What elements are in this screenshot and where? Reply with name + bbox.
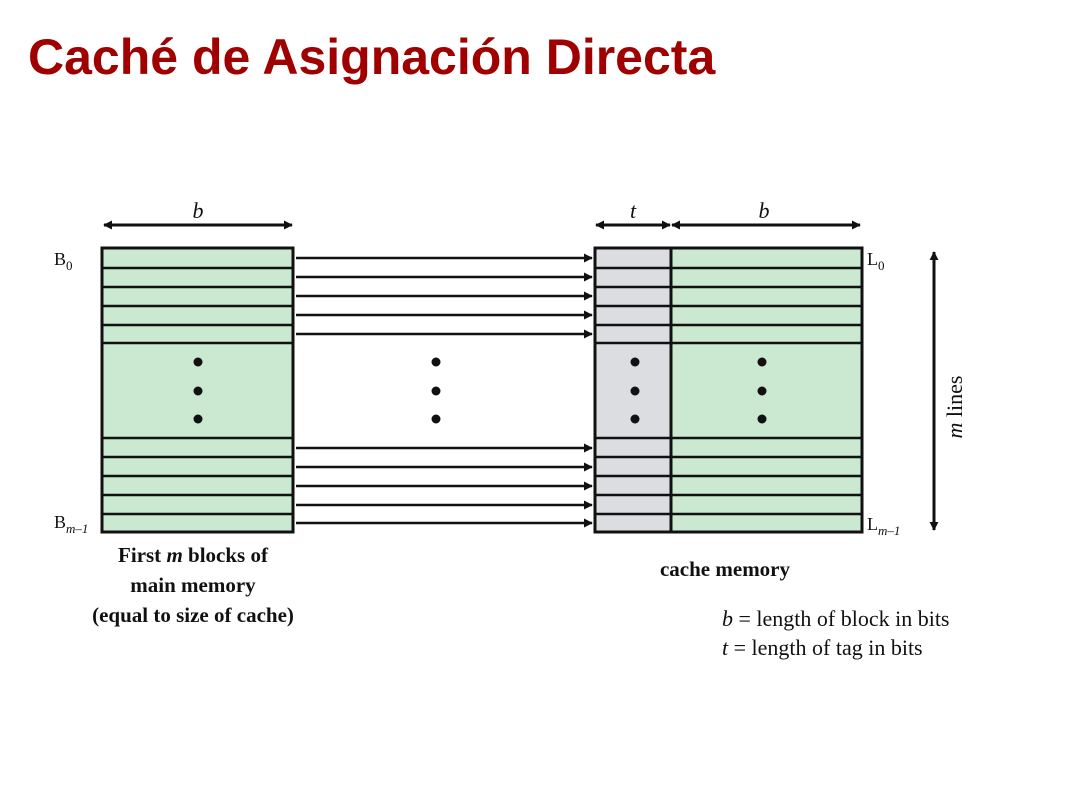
main-memory-bottom-rows	[102, 436, 293, 516]
label-l0: L0	[867, 249, 885, 273]
dimension-t-cache: t	[595, 198, 671, 230]
main-memory-caption: First m blocks of main memory (equal to …	[92, 543, 294, 627]
legend-item-t: t = length of tag in bits	[722, 635, 923, 660]
legend-item-b: b = length of block in bits	[722, 606, 950, 631]
main-memory-ellipsis	[193, 357, 203, 424]
dimension-b-cache: b	[671, 198, 861, 230]
mapping-arrows	[296, 253, 593, 528]
label-bm-1: Bm–1	[54, 512, 88, 536]
cache-tag-column	[593, 246, 673, 534]
cache-data-column	[669, 246, 864, 534]
dimension-b-cache-label: b	[759, 198, 770, 223]
main-memory-caption-line2: main memory	[130, 573, 256, 597]
label-lm-1: Lm–1	[867, 514, 900, 538]
main-memory-caption-line3: (equal to size of cache)	[92, 603, 294, 627]
main-memory-top-rows	[102, 266, 293, 345]
mapping-ellipsis	[431, 357, 441, 424]
page-title: Caché de Asignación Directa	[28, 29, 716, 85]
dimension-t-label: t	[630, 198, 637, 223]
cache-memory-caption: cache memory	[660, 557, 791, 581]
main-memory-blocks	[100, 246, 295, 534]
dimension-b-main: b	[103, 198, 293, 230]
label-b0: B0	[54, 249, 73, 273]
m-lines-dimension: m lines	[929, 251, 967, 531]
main-memory-caption-line1: First m blocks of	[118, 543, 269, 567]
dimension-b-main-label: b	[193, 198, 204, 223]
m-lines-label: m lines	[942, 376, 967, 439]
legend: b = length of block in bits t = length o…	[722, 606, 950, 660]
